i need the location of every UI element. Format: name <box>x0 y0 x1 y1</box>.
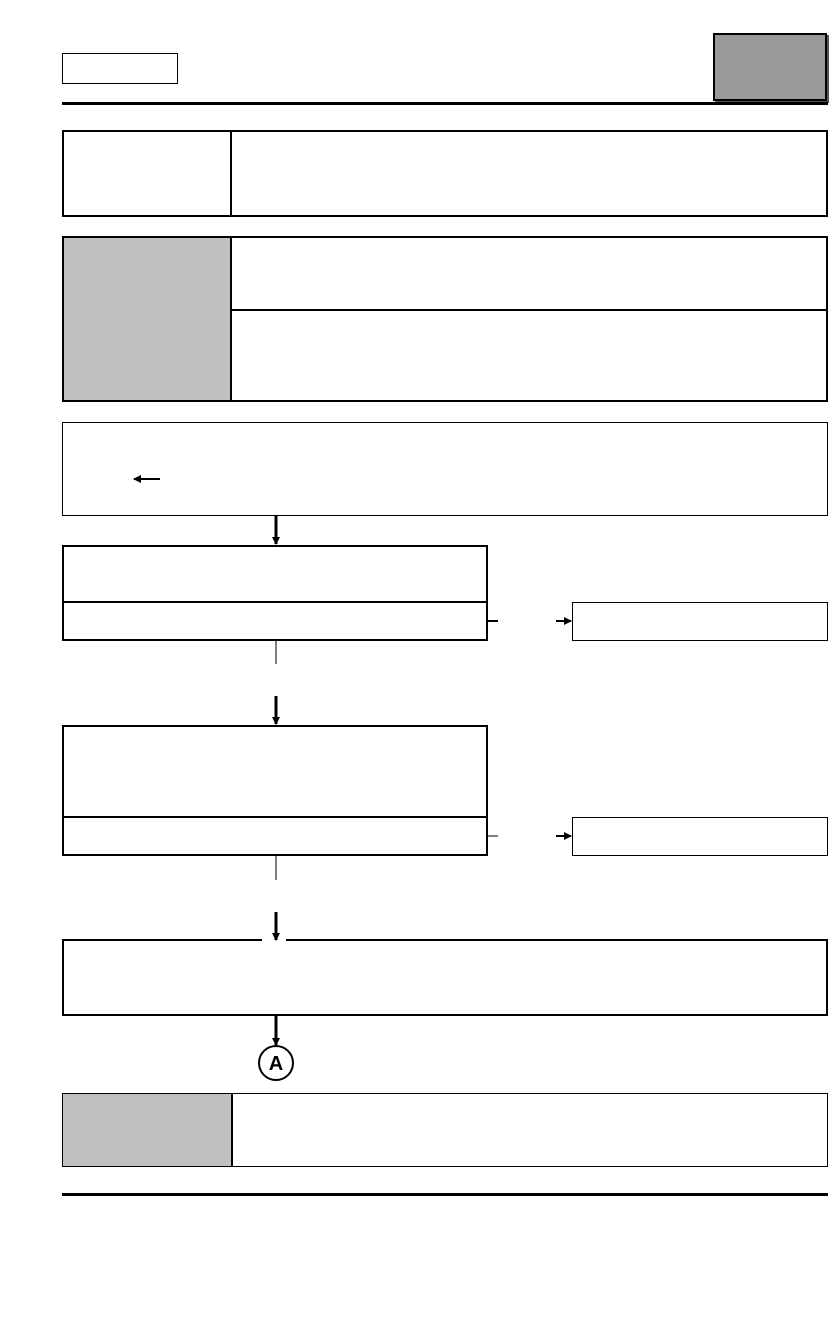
step-1-box <box>62 422 828 516</box>
footer-rule <box>62 1193 828 1196</box>
conditions-label-cell <box>64 238 230 400</box>
step-2-box <box>62 545 488 641</box>
step-3-row-divider <box>62 816 488 818</box>
connector-a-circle <box>258 1045 294 1081</box>
connector-a-label: A <box>269 1053 283 1075</box>
conditions-divider <box>230 236 232 402</box>
section-tab <box>713 33 827 101</box>
step-4-notch <box>262 934 286 942</box>
conditions-row-divider <box>231 309 828 311</box>
step-2-row-divider <box>62 601 488 603</box>
after-repair-divider <box>231 1093 233 1167</box>
step-3-action-box <box>572 817 828 856</box>
header-title-box <box>62 53 178 84</box>
step-4-box <box>62 939 828 1016</box>
step-2-action-box <box>572 602 828 641</box>
step-3-box <box>62 725 488 856</box>
fault-divider <box>230 130 232 217</box>
after-repair-label-cell <box>63 1094 231 1166</box>
header-rule <box>62 102 828 105</box>
fault-box <box>62 130 828 217</box>
